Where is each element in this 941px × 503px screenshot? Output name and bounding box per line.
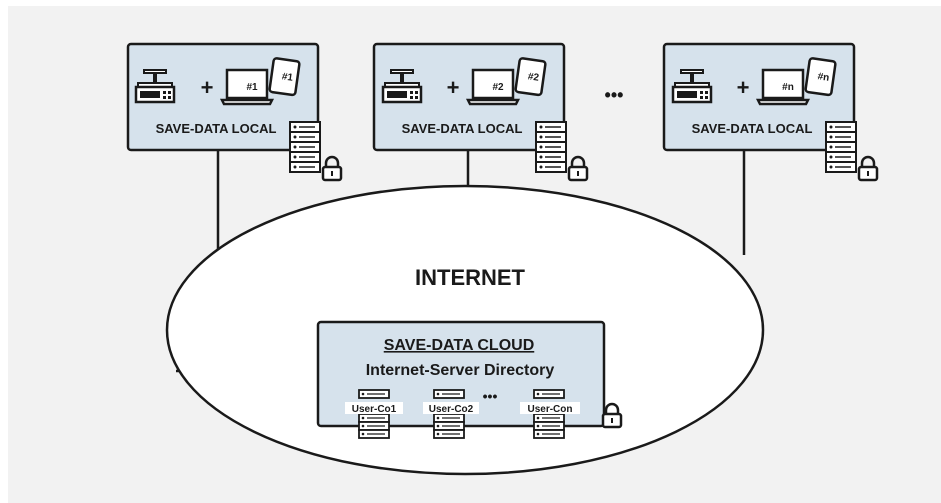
cloud-server-label: User-Con xyxy=(527,404,572,415)
sites-ellipsis: ••• xyxy=(605,85,624,105)
lock-icon xyxy=(567,155,589,182)
cloud-server-2: User-Co2 xyxy=(423,389,479,439)
cloud-server-label: User-Co1 xyxy=(352,404,397,415)
cloud-servers-ellipsis: ••• xyxy=(483,388,498,404)
laptop-id-label: #1 xyxy=(246,82,258,93)
tablet-id-label: #n xyxy=(817,71,830,84)
cloud-subtitle: Internet-Server Directory xyxy=(366,362,555,379)
plus-sign: + xyxy=(737,75,750,100)
laptop-id-label: #n xyxy=(782,82,794,93)
server-stack-icon xyxy=(289,121,321,173)
server-stack-icon xyxy=(825,121,857,173)
cloud-server-n: User-Con xyxy=(520,389,580,439)
local-site-n: + #n #n SAVE-DATA LOCAL xyxy=(662,42,879,182)
server-stack-icon xyxy=(535,121,567,173)
local-site-2: + #2 #2 SAVE-DATA LOCAL xyxy=(372,42,589,182)
cloud-title: SAVE-DATA CLOUD xyxy=(384,337,535,354)
cloud-box: SAVE-DATA CLOUD Internet-Server Director… xyxy=(316,320,623,439)
tablet-id-label: #2 xyxy=(527,71,540,84)
cloud-server-label: User-Co2 xyxy=(429,404,474,415)
site-label: SAVE-DATA LOCAL xyxy=(156,121,277,136)
lock-icon xyxy=(321,155,343,182)
laptop-id-label: #2 xyxy=(492,82,504,93)
tablet-id-label: #1 xyxy=(281,71,294,84)
site-label: SAVE-DATA LOCAL xyxy=(402,121,523,136)
local-site-1: + #1 #1 SAVE-DATA LOCAL xyxy=(126,42,343,182)
plus-sign: + xyxy=(201,75,214,100)
lock-icon xyxy=(857,155,879,182)
site-label: SAVE-DATA LOCAL xyxy=(692,121,813,136)
cloud-server-1: User-Co1 xyxy=(345,389,403,439)
internet-label: INTERNET xyxy=(415,265,526,290)
plus-sign: + xyxy=(447,75,460,100)
